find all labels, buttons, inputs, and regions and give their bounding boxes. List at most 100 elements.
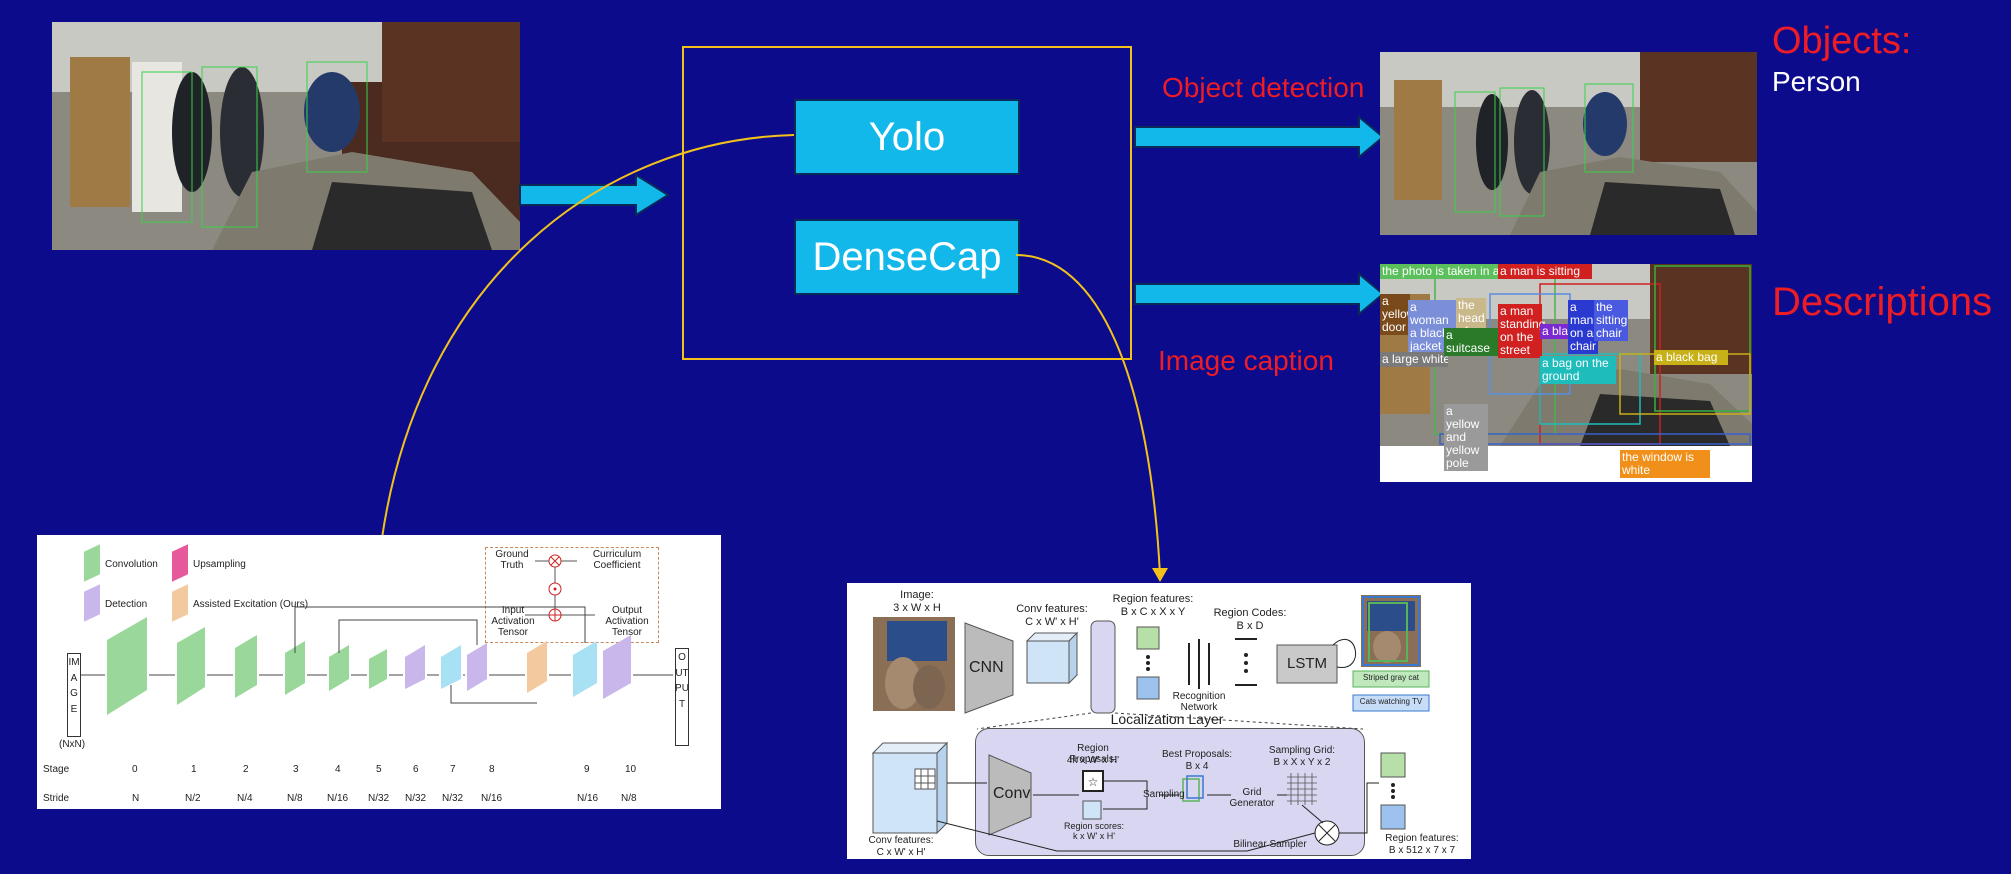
caption-tag: a man standing on the street — [1498, 304, 1546, 358]
dc-codes-dim: B x D — [1236, 620, 1264, 632]
stride-val: N/4 — [237, 793, 253, 804]
objects-value: Person — [1772, 66, 1861, 97]
stage-num: 3 — [293, 764, 299, 775]
dc-region-dim2: B x 512 x 7 x 7 — [1388, 845, 1456, 856]
densecap-shapes: ☆ — [871, 595, 1430, 852]
dc-region-dim: B x C x X x Y — [1120, 606, 1186, 618]
dc-image-dim: 3 x W x H — [893, 602, 941, 614]
image-caption-label: Image caption — [1158, 345, 1334, 376]
stride-val: N/2 — [185, 793, 201, 804]
output-label: OUTPUT — [675, 652, 689, 710]
stride-val: N/32 — [368, 793, 390, 804]
object-detection-label: Object detection — [1162, 72, 1365, 103]
dc-conv-features2: Conv features: — [868, 835, 934, 846]
input-arrow — [519, 173, 670, 217]
caption-tag: the photo is taken in a — [1380, 264, 1502, 279]
stage-num: 9 — [584, 764, 590, 775]
detection-photo — [1380, 52, 1757, 235]
dc-recognition: Recognition Network — [1172, 691, 1226, 713]
dc-region-scores: Region scores: — [1063, 821, 1125, 831]
dc-image: Image: — [900, 589, 934, 601]
dc-out2: Cats watching TV — [1359, 697, 1423, 706]
dc-scores-dim: k x W' x H' — [1073, 831, 1115, 841]
densecap-box: DenseCap — [794, 219, 1020, 295]
caption-arrow — [1134, 272, 1385, 316]
stride-val: N/16 — [327, 793, 349, 804]
dc-region-features: Region features: — [1112, 593, 1194, 605]
stride-val: N/16 — [481, 793, 503, 804]
inset-curriculum: Curriculum Coefficient — [592, 549, 642, 571]
dc-grid-dim: B x X x Y x 2 — [1273, 757, 1331, 768]
dc-region-codes: Region Codes: — [1213, 607, 1287, 619]
stage-num: 1 — [191, 764, 197, 775]
models-frame — [682, 46, 1132, 360]
stage-num: 10 — [625, 764, 637, 775]
stage-num: 4 — [335, 764, 341, 775]
excitation-inset — [485, 547, 659, 643]
legend-excitation: Assisted Excitation (Ours) — [193, 599, 309, 610]
dc-conv-dim: C x W' x H' — [1025, 616, 1079, 628]
dc-cnn: CNN — [969, 659, 1004, 676]
caption-photo: the photo is taken in a a man is sitting… — [1380, 264, 1752, 482]
caption-tag: a suitcase — [1444, 328, 1500, 356]
detection-arrow — [1134, 115, 1385, 159]
caption-tag: a black bag — [1654, 350, 1728, 365]
legend-upsampling: Upsampling — [193, 559, 246, 570]
dc-sampling-grid: Sampling Grid: — [1268, 745, 1336, 756]
dc-proposals-dim: 4k x W' x H' — [1066, 755, 1120, 766]
dc-conv-dim2: C x W' x H' — [876, 847, 926, 858]
image-size-label: (NxN) — [59, 739, 86, 750]
dc-best-dim: B x 4 — [1185, 761, 1209, 772]
stage-num: 6 — [413, 764, 419, 775]
stage-num: 7 — [450, 764, 456, 775]
caption-tag: a bag on the ground — [1540, 356, 1616, 384]
dc-region-proposals: Region Proposals: — [1069, 743, 1117, 765]
objects-heading: Objects: — [1772, 20, 1912, 62]
dc-best-proposals: Best Proposals: — [1161, 749, 1233, 760]
caption-tag: a yellow and yellow pole — [1444, 404, 1488, 471]
caption-tag: a yellow door — [1380, 294, 1416, 335]
caption-tag: a large white — [1380, 352, 1448, 367]
inset-ops — [525, 554, 595, 622]
stride-val: N — [132, 793, 140, 804]
stage-num: 0 — [132, 764, 138, 775]
stride-val: N/16 — [577, 793, 599, 804]
layer-blocks — [81, 606, 673, 715]
svg-text:☆: ☆ — [1088, 775, 1099, 789]
stage-num: 5 — [376, 764, 382, 775]
dc-out1: Striped gray cat — [1362, 673, 1420, 682]
dc-lstm: LSTM — [1286, 655, 1327, 672]
dc-grid-generator: Grid Generator — [1229, 787, 1275, 809]
stride-row-label: Stride — [43, 793, 70, 804]
caption-tag: the window is white — [1620, 450, 1710, 478]
image-input-bar — [67, 653, 81, 737]
densecap-network-diagram: ☆ Image: 3 x W x H CNN Conv features: C … — [847, 583, 1471, 859]
output-bar — [675, 648, 689, 746]
caption-tag: a man is sitting — [1498, 264, 1592, 279]
descriptions-label: Descriptions — [1772, 280, 1993, 324]
stride-val: N/32 — [442, 793, 464, 804]
dc-localization: Localization Layer — [1110, 711, 1224, 727]
stage-num: 2 — [243, 764, 249, 775]
dc-sampling: Sampling — [1143, 789, 1185, 800]
image-input-label: IMAGE — [68, 657, 80, 715]
yolo-network-diagram: Convolution Upsampling Detection Assiste… — [37, 535, 721, 809]
dc-conv-features: Conv features: — [1016, 603, 1088, 615]
stride-val: N/8 — [621, 793, 637, 804]
inset-output: Output Activation Tensor — [605, 605, 649, 638]
stride-val: N/32 — [405, 793, 427, 804]
localization-layer-bg — [975, 728, 1365, 856]
stage-row-label: Stage — [43, 764, 70, 775]
dc-conv: Conv — [993, 785, 1031, 802]
inset-input: Input Activation Tensor — [491, 605, 535, 638]
input-photo — [52, 22, 520, 250]
inset-ground-truth: Ground Truth — [495, 549, 529, 571]
yolo-box: Yolo — [794, 99, 1020, 175]
dc-region-features2: Region features: — [1385, 833, 1459, 844]
caption-tag: the sitting chair — [1594, 300, 1628, 341]
dc-bilinear: Bilinear Sampler — [1233, 839, 1307, 850]
caption-tag: a man on a chair — [1568, 300, 1598, 354]
legend-detection: Detection — [105, 599, 148, 610]
legend-convolution: Convolution — [105, 559, 158, 570]
